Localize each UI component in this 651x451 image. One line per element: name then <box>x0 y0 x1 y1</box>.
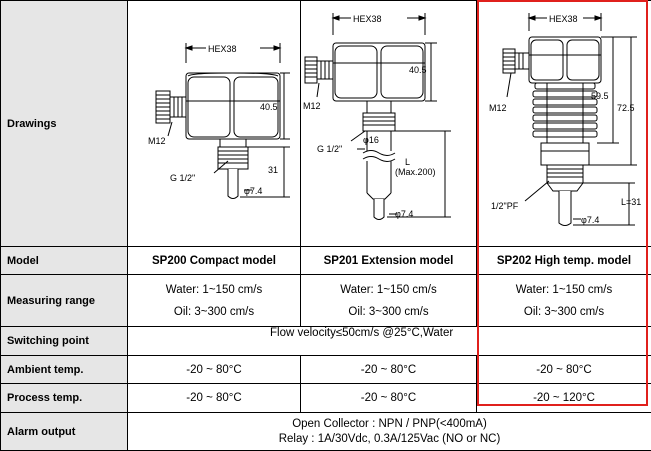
sp201-length-label: L <box>405 157 410 167</box>
sp201-hex-label: HEX38 <box>353 14 382 24</box>
row-header-process-temp: Process temp. <box>1 384 128 413</box>
sp200-g-label: G 1/2" <box>170 173 195 183</box>
row-header-measuring-range: Measuring range <box>1 275 128 327</box>
process-sp202: -20 ~ 120°C <box>477 384 651 413</box>
range-sp201: Water: 1~150 cm/s Oil: 3~300 cm/s <box>301 275 477 327</box>
sp200-dia-label: φ7.4 <box>244 186 262 196</box>
range-water-sp201: Water: 1~150 cm/s <box>301 279 476 301</box>
switching-point-text: Flow velocity≤50cm/s @25°C,Water <box>270 327 453 339</box>
ambient-sp200: -20 ~ 80°C <box>128 356 301 384</box>
drawing-sp201: HEX38 40.5 M12 G 1/2" φ16 L (Max.200) φ7… <box>301 1 476 241</box>
sp201-dia-label: φ7.4 <box>395 209 413 219</box>
sp201-length-max-label: (Max.200) <box>395 167 436 177</box>
drawing-sp200: HEX38 40.5 M12 G 1/2" 31 φ7.4 <box>128 1 300 241</box>
row-header-ambient-temp: Ambient temp. <box>1 356 128 384</box>
row-header-model: Model <box>1 247 128 275</box>
sp202-hex-label: HEX38 <box>549 14 578 24</box>
ambient-sp202: -20 ~ 80°C <box>477 356 651 384</box>
row-header-alarm-output: Alarm output <box>1 413 128 451</box>
alarm-output-cell: Open Collector : NPN / PNP(<400mA) Relay… <box>128 413 651 451</box>
row-header-switching-point: Switching point <box>1 327 128 356</box>
drawing-sp202-cell: HEX38 59.5 72.5 M12 1/2"PF L=31 φ7.4 <box>477 1 651 247</box>
model-name-sp201: SP201 Extension model <box>301 247 477 275</box>
range-oil-sp202: Oil: 3~300 cm/s <box>477 301 651 323</box>
sp201-height-label: 40.5 <box>409 65 427 75</box>
sp201-dia16-label: φ16 <box>363 135 379 145</box>
sp200-height-label: 40.5 <box>260 102 278 112</box>
drawing-sp202: HEX38 59.5 72.5 M12 1/2"PF L=31 φ7.4 <box>477 1 651 241</box>
ambient-sp201: -20 ~ 80°C <box>301 356 477 384</box>
range-sp200: Water: 1~150 cm/s Oil: 3~300 cm/s <box>128 275 301 327</box>
process-sp200: -20 ~ 80°C <box>128 384 301 413</box>
alarm-output-line1: Open Collector : NPN / PNP(<400mA) <box>128 417 651 432</box>
drawing-sp201-cell: HEX38 40.5 M12 G 1/2" φ16 L (Max.200) φ7… <box>301 1 477 247</box>
sp202-pf-label: 1/2"PF <box>491 201 519 211</box>
row-header-drawings: Drawings <box>1 1 128 247</box>
sp200-m12-label: M12 <box>148 136 166 146</box>
sp202-length-label: L=31 <box>621 197 641 207</box>
range-oil-sp201: Oil: 3~300 cm/s <box>301 301 476 323</box>
range-water-sp202: Water: 1~150 cm/s <box>477 279 651 301</box>
process-sp201: -20 ~ 80°C <box>301 384 477 413</box>
sp202-dia-label: φ7.4 <box>581 215 599 225</box>
sp200-length-label: 31 <box>268 165 278 175</box>
sp201-g-label: G 1/2" <box>317 144 342 154</box>
sp202-h1-label: 59.5 <box>591 91 609 101</box>
model-name-sp200: SP200 Compact model <box>128 247 301 275</box>
range-water-sp200: Water: 1~150 cm/s <box>128 279 300 301</box>
alarm-output-line2: Relay : 1A/30Vdc, 0.3A/125Vac (NO or NC) <box>128 432 651 447</box>
range-sp202: Water: 1~150 cm/s Oil: 3~300 cm/s <box>477 275 651 327</box>
range-oil-sp200: Oil: 3~300 cm/s <box>128 301 300 323</box>
sp202-m12-label: M12 <box>489 103 507 113</box>
sp202-h2-label: 72.5 <box>617 103 635 113</box>
model-name-sp202: SP202 High temp. model <box>477 247 651 275</box>
sp201-m12-label: M12 <box>303 101 321 111</box>
sp200-hex-label: HEX38 <box>208 44 237 54</box>
drawing-sp200-cell: HEX38 40.5 M12 G 1/2" 31 φ7.4 <box>128 1 301 247</box>
